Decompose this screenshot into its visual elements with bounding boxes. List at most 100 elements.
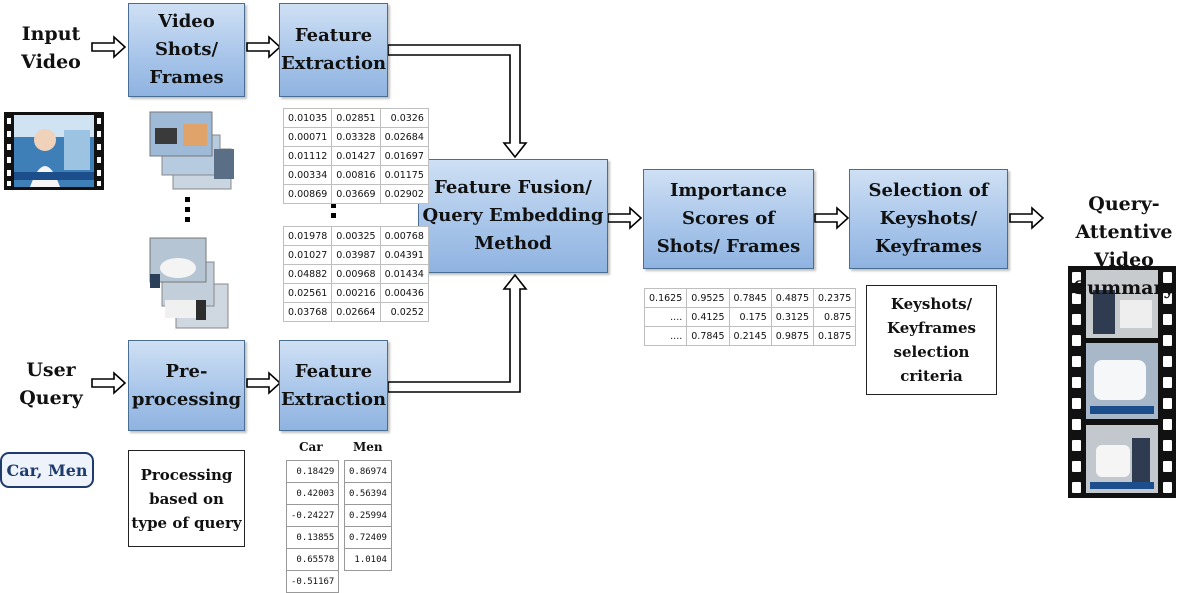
- table-cell: 0.00071: [282, 127, 333, 147]
- vector-row: 0.25994: [344, 504, 392, 527]
- table-cell: 0.7845: [686, 326, 730, 346]
- video-shots-box: Video Shots/ Frames: [128, 3, 245, 97]
- user-query-label: User Query: [19, 359, 83, 409]
- vector-row: -0.24227: [285, 504, 340, 527]
- arrow-preprocess-to-features-icon: [246, 372, 281, 394]
- vector-value: 0.72409: [344, 526, 392, 549]
- summary-label: Query-Attentive Video Summary: [1073, 193, 1175, 299]
- table-cell: 0.3125: [770, 307, 815, 327]
- vector-row: 0.42003: [285, 482, 340, 505]
- table-cell: 0.00334: [282, 165, 333, 185]
- summary-film-strip-icon: [1068, 266, 1176, 498]
- vector-value: 0.25994: [344, 504, 392, 527]
- frame-stack-top-icon: [149, 111, 234, 190]
- table-cell: 0.02902: [379, 184, 429, 204]
- table-cell: 0.2145: [728, 326, 772, 346]
- arrow-selection-to-summary-icon: [1009, 207, 1044, 229]
- table-cell: 0.0326: [379, 108, 429, 128]
- table-cell: 0.2375: [812, 288, 857, 308]
- vector-value: 0.86974: [344, 460, 392, 483]
- importance-box: Importance Scores of Shots/ Frames: [643, 169, 814, 269]
- vector-row: 0.56394: [344, 482, 392, 505]
- arrow-fusion-to-importance-icon: [607, 207, 642, 229]
- frames-ellipsis-icon: [185, 197, 191, 227]
- table-cell: 0.4875: [770, 288, 815, 308]
- vector-row: 0.72409: [344, 526, 392, 549]
- input-film-strip-icon: [4, 112, 104, 190]
- arrow-query-to-preprocess-icon: [91, 372, 126, 394]
- table-cell: 0.00768: [379, 226, 429, 246]
- table-cell: 0.00816: [331, 165, 381, 185]
- table-cell: 0.0252: [379, 302, 429, 322]
- table-cell: 0.4125: [686, 307, 730, 327]
- diagram-graphics: [4, 36, 1176, 498]
- query-keywords-tag: Car, Men: [0, 452, 94, 488]
- table-cell: 0.01434: [379, 264, 429, 284]
- table-cell: 0.9525: [686, 288, 730, 308]
- arrow-shots-to-features-icon: [246, 36, 281, 58]
- arrow-importance-to-selection-icon: [814, 207, 849, 229]
- table-cell: 0.02851: [331, 108, 381, 128]
- vector-row: 0.13855: [285, 526, 340, 549]
- arrow-top-features-to-fusion-icon: [387, 44, 528, 159]
- vector-row: -0.51167: [285, 570, 340, 593]
- vector-value: -0.24227: [285, 504, 340, 527]
- table-cell: 0.1875: [812, 326, 857, 346]
- table-cell: 0.01978: [282, 226, 333, 246]
- table-cell: 0.00325: [331, 226, 381, 246]
- vector-value: 0.56394: [344, 482, 392, 505]
- keyshot-criteria-note: Keyshots/ Keyframes selection criteria: [866, 285, 997, 395]
- men-vector-header: Men: [353, 440, 383, 454]
- input-video-label: Input Video: [21, 23, 81, 73]
- table-cell: 0.7845: [728, 288, 772, 308]
- table-cell: 0.00436: [379, 283, 429, 303]
- vector-row: 1.0104: [344, 548, 392, 571]
- query-processing-note: Processing based on type of query: [128, 450, 245, 547]
- table-cell: 0.00869: [282, 184, 333, 204]
- table-cell: 0.01112: [282, 146, 333, 166]
- feature-extraction-top-box: Feature Extraction: [279, 3, 388, 97]
- table-cell: 0.01427: [331, 146, 381, 166]
- table-cell: 0.00216: [331, 283, 381, 303]
- arrow-bottom-features-to-fusion-icon: [387, 273, 528, 393]
- table-cell: 0.02664: [331, 302, 381, 322]
- vector-value: 0.65578: [285, 548, 340, 571]
- table-cell: 0.01027: [282, 245, 333, 265]
- table-cell: 0.00968: [331, 264, 381, 284]
- vector-value: 1.0104: [344, 548, 392, 571]
- table-cell: ....: [643, 307, 688, 327]
- table-cell: 0.03768: [282, 302, 333, 322]
- table-cell: 0.175: [728, 307, 772, 327]
- table-cell: 0.9875: [770, 326, 815, 346]
- fusion-box: Feature Fusion/ Query Embedding Method: [418, 159, 608, 273]
- vector-value: -0.51167: [285, 570, 340, 593]
- table-cell: 0.02561: [282, 283, 333, 303]
- table-cell: 0.02684: [379, 127, 429, 147]
- table-cell: 0.1625: [643, 288, 688, 308]
- table-cell: 0.04391: [379, 245, 429, 265]
- table-cell: 0.03987: [331, 245, 381, 265]
- table-cell: 0.875: [812, 307, 857, 327]
- table-cell: ....: [643, 326, 688, 346]
- vector-value: 0.13855: [285, 526, 340, 549]
- car-vector-header: Car: [299, 440, 323, 454]
- preprocessing-box: Pre- processing: [128, 340, 245, 431]
- table-cell: 0.03328: [331, 127, 381, 147]
- vector-row: 0.86974: [344, 460, 392, 483]
- selection-box: Selection of Keyshots/ Keyframes: [849, 169, 1008, 269]
